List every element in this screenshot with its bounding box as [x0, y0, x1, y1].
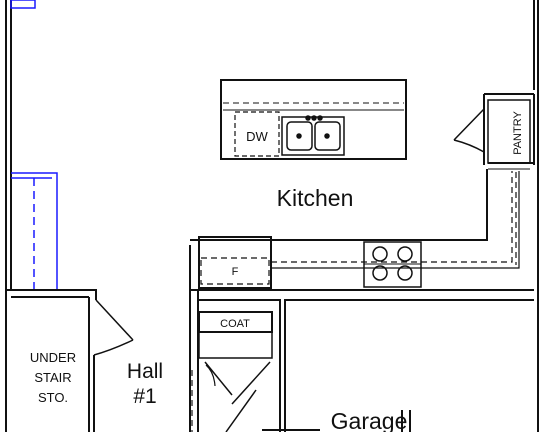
- under-stair-storage: [6, 289, 134, 432]
- hall-label-line2: #1: [133, 385, 156, 408]
- pantry-label: PANTRY: [512, 111, 524, 155]
- stair-fragment-top: [10, 0, 36, 9]
- under-stair-line1: UNDER: [30, 350, 76, 365]
- kitchen-label: Kitchen: [277, 185, 354, 211]
- under-stair-line3: STO.: [38, 390, 68, 405]
- range-icon: [363, 241, 422, 288]
- coat-closet: [198, 311, 273, 432]
- countertop: [189, 169, 534, 291]
- coat-label: COAT: [220, 318, 250, 330]
- kitchen-island: [220, 79, 407, 160]
- sink-icon: [281, 115, 345, 156]
- dishwasher-label: DW: [246, 129, 268, 144]
- garage-label: Garage: [331, 408, 408, 432]
- fridge-label: F: [232, 266, 239, 278]
- hall-label-line1: Hall: [127, 360, 163, 383]
- left-exterior-wall: [5, 0, 12, 432]
- fridge: [198, 236, 272, 289]
- pantry: [453, 93, 535, 170]
- garage-interior-mark: [401, 410, 411, 432]
- stair: [11, 172, 58, 290]
- right-exterior-wall: [533, 0, 539, 432]
- hall-garage-wall: [189, 290, 534, 432]
- under-stair-line2: STAIR: [34, 370, 71, 385]
